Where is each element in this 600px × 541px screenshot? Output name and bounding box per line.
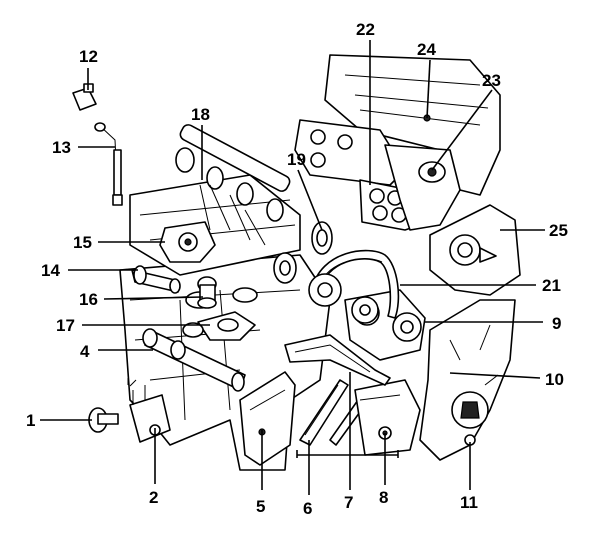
callout-17: 17 bbox=[56, 316, 75, 335]
coolant-pipe-4 bbox=[142, 328, 246, 392]
fitting-16 bbox=[197, 276, 217, 309]
camshaft bbox=[175, 124, 291, 222]
camshaft-sprocket-2 bbox=[273, 252, 297, 284]
callout-5: 5 bbox=[256, 497, 265, 516]
callout-1: 1 bbox=[26, 411, 35, 430]
callout-6: 6 bbox=[303, 499, 312, 518]
callout-9: 9 bbox=[552, 314, 561, 333]
bolt-1 bbox=[88, 407, 119, 433]
lower-timing-cover bbox=[354, 379, 421, 456]
rocker-arms bbox=[199, 184, 266, 246]
callout-16: 16 bbox=[79, 290, 98, 309]
sensor-13 bbox=[94, 122, 123, 206]
leader-lines bbox=[40, 40, 545, 495]
thermostat-housing bbox=[182, 311, 256, 341]
callout-21: 21 bbox=[542, 276, 561, 295]
callout-13: 13 bbox=[52, 138, 71, 157]
callout-8: 8 bbox=[379, 488, 388, 507]
callout-25: 25 bbox=[549, 221, 568, 240]
chain-guide bbox=[284, 334, 391, 386]
camshaft-sprocket bbox=[311, 221, 333, 255]
front-timing-cover bbox=[419, 299, 516, 461]
turbo-elbow bbox=[384, 144, 461, 231]
callout-19: 19 bbox=[287, 150, 306, 169]
callout-22: 22 bbox=[356, 20, 375, 39]
callout-14: 14 bbox=[41, 261, 60, 280]
callout-labels: 1 2 4 5 6 7 8 9 10 11 12 13 14 15 16 17 … bbox=[26, 20, 568, 518]
callout-23: 23 bbox=[482, 71, 501, 90]
callout-2: 2 bbox=[149, 488, 158, 507]
callout-18: 18 bbox=[191, 105, 210, 124]
callout-7: 7 bbox=[344, 493, 353, 512]
exhaust-manifold bbox=[294, 119, 406, 186]
intake-manifold bbox=[324, 54, 501, 196]
callout-10: 10 bbox=[545, 370, 564, 389]
chain-sprocket-right bbox=[351, 296, 379, 324]
callout-12: 12 bbox=[79, 47, 98, 66]
callout-24: 24 bbox=[417, 40, 436, 59]
coolant-pipe bbox=[131, 265, 181, 294]
cover-5 bbox=[239, 371, 296, 466]
chain-sprocket-left bbox=[308, 273, 342, 307]
callout-4: 4 bbox=[80, 342, 90, 361]
callout-15: 15 bbox=[73, 233, 92, 252]
vacuum-pump bbox=[159, 221, 216, 263]
sensor-12 bbox=[72, 83, 97, 111]
callout-11: 11 bbox=[460, 493, 478, 512]
